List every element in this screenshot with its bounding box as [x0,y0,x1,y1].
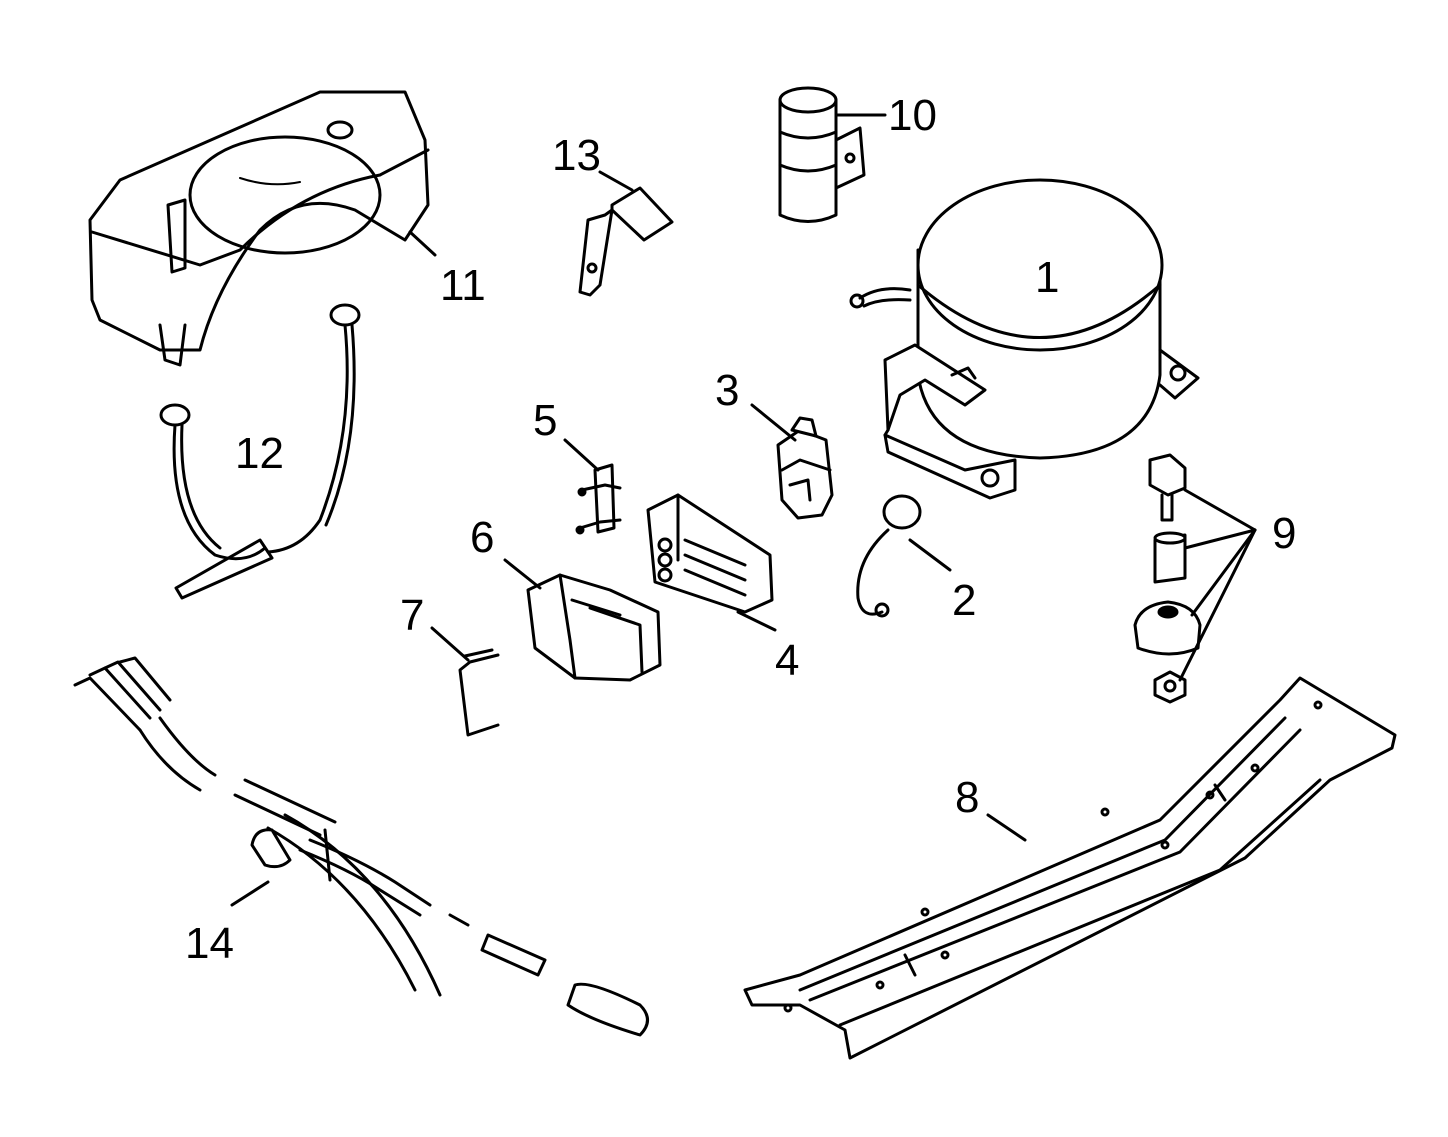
callout-7: 7 [400,591,424,640]
callout-9: 9 [1272,509,1296,558]
part-11-drain-pan [88,90,430,367]
callout-4: 4 [775,636,799,685]
part-1-compressor [849,178,1200,500]
part-5-clip [575,463,622,535]
callout-13: 13 [552,131,601,180]
part-12-drain-tube [159,303,361,600]
leader-lines [230,113,1257,907]
callout-6: 6 [470,513,494,562]
callout-11: 11 [440,261,486,310]
callout-labels: 1 2 3 4 5 6 7 8 9 10 11 12 13 14 [185,91,1296,968]
callout-12: 12 [235,429,284,478]
callout-1: 1 [1035,253,1059,302]
part-14-power-cord [73,656,649,1037]
part-13-clip [578,186,674,297]
part-10-capacitor [778,86,866,223]
callout-3: 3 [715,366,739,415]
callout-5: 5 [533,396,557,445]
callout-10: 10 [888,91,937,140]
part-4-terminal-block [646,493,774,614]
part-6-cover [526,573,662,682]
part-3-relay [776,416,834,520]
callout-14: 14 [185,919,234,968]
part-8-base-rail [743,676,1397,1060]
part-2-grommet [856,494,922,618]
callout-8: 8 [955,773,979,822]
part-9-mounting-hardware [1133,453,1202,704]
callout-2: 2 [952,576,976,625]
part-7-wire-clip [458,648,500,737]
